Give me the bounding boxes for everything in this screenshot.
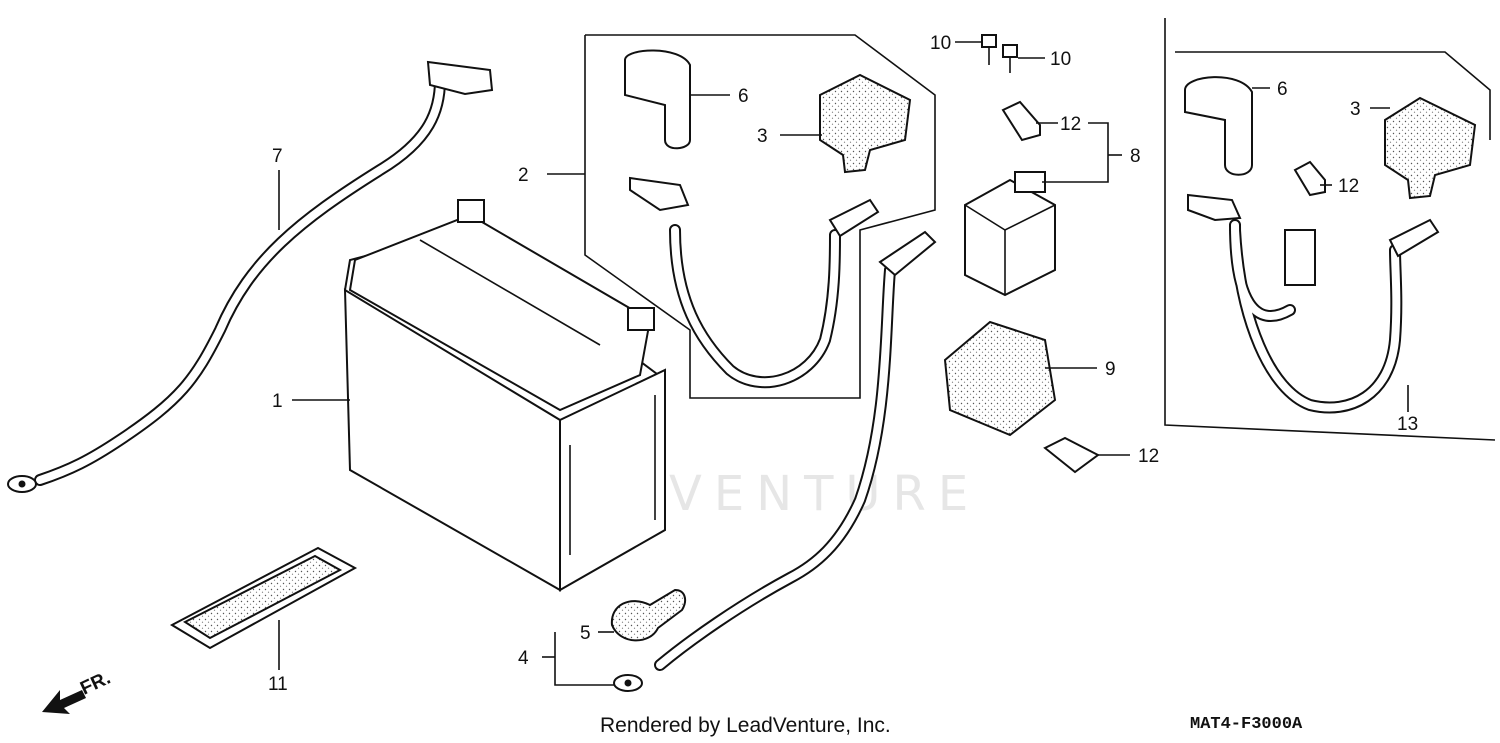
footer-credit: Rendered by LeadVenture, Inc. — [600, 714, 891, 737]
terminal-cover-3b — [1384, 96, 1477, 200]
battery — [343, 199, 666, 592]
callout-3b: 3 — [1350, 99, 1361, 120]
callout-6a: 6 — [738, 86, 749, 107]
battery-band — [169, 546, 358, 650]
positive-cable-harness — [629, 176, 880, 389]
callout-10a: 10 — [930, 33, 951, 54]
callout-4: 4 — [518, 648, 529, 669]
screw-10b — [1002, 44, 1018, 73]
group-outline-2 — [584, 34, 936, 399]
callout-12c: 12 — [1338, 176, 1359, 197]
starter-relay — [964, 171, 1056, 297]
front-arrow-icon — [42, 690, 86, 714]
inset-harness — [1187, 193, 1440, 414]
callout-12b: 12 — [1138, 446, 1159, 467]
inset-frame-top — [1175, 51, 1491, 140]
fuse-12a — [1001, 100, 1041, 142]
terminal-cover-6b — [1184, 76, 1253, 176]
ground-cable — [7, 60, 494, 493]
callout-5: 5 — [580, 623, 591, 644]
fuse-12c — [1293, 160, 1326, 197]
fuse-12b — [1043, 436, 1100, 474]
callout-10b: 10 — [1050, 49, 1071, 70]
callout-2: 2 — [518, 165, 529, 186]
callout-1: 1 — [272, 391, 283, 412]
diagram-code: MAT4-F3000A — [1190, 715, 1303, 734]
terminal-cover-6a — [624, 49, 691, 150]
callout-9: 9 — [1105, 359, 1116, 380]
callout-6b: 6 — [1277, 79, 1288, 100]
terminal-cover-5 — [610, 588, 687, 642]
inset-frame — [1164, 18, 1496, 441]
relay-cover-9 — [943, 320, 1057, 437]
leader-lines — [278, 41, 1409, 686]
callout-8: 8 — [1130, 146, 1141, 167]
callout-3a: 3 — [757, 126, 768, 147]
terminal-cover-3a — [819, 73, 912, 174]
callout-13: 13 — [1397, 414, 1418, 435]
starter-cable — [613, 230, 937, 692]
screw-10a — [981, 34, 997, 65]
callout-12a: 12 — [1060, 114, 1081, 135]
callout-11: 11 — [268, 674, 288, 695]
callout-7: 7 — [272, 146, 283, 167]
